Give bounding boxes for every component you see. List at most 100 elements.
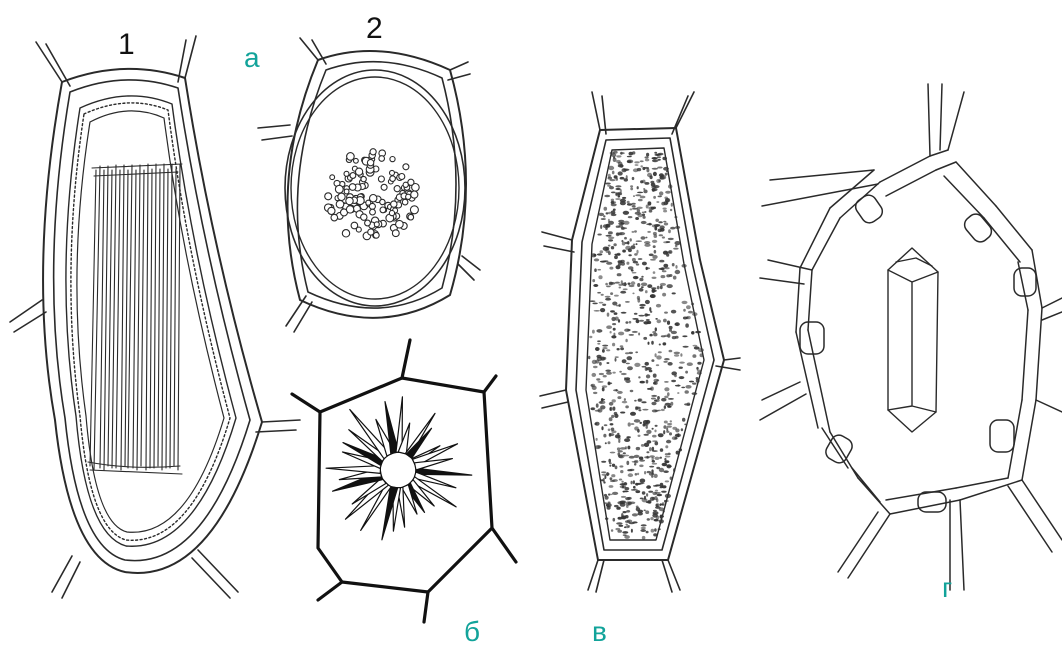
granule: [600, 250, 604, 253]
starch-grain: [370, 209, 376, 215]
granule: [618, 440, 620, 443]
granule: [630, 390, 634, 392]
granule: [601, 399, 605, 401]
granule: [673, 276, 677, 280]
granule: [687, 402, 691, 406]
granule: [654, 474, 658, 478]
granule: [671, 380, 676, 382]
granule: [614, 414, 618, 418]
starch-grain: [342, 230, 349, 237]
granule: [617, 530, 622, 533]
granule: [665, 445, 668, 448]
granule: [629, 352, 633, 354]
granule: [686, 305, 691, 309]
granule: [647, 284, 652, 288]
label-cell-1: 1: [118, 30, 135, 60]
granule: [593, 366, 598, 368]
granule: [660, 503, 662, 506]
granule: [652, 409, 658, 412]
granule: [639, 288, 644, 292]
granule: [653, 374, 657, 378]
granule: [614, 295, 619, 297]
granule: [665, 453, 668, 455]
granule: [615, 356, 619, 358]
granule: [619, 479, 622, 481]
granule: [679, 362, 685, 364]
granule: [589, 300, 595, 302]
starch-grain: [403, 164, 409, 170]
granule: [689, 381, 694, 383]
granule: [605, 296, 611, 298]
granule: [597, 340, 601, 342]
starch-grain: [328, 207, 335, 214]
granule: [648, 201, 652, 205]
granule: [616, 232, 620, 236]
granule: [616, 389, 618, 392]
granule: [606, 372, 612, 375]
granule: [660, 448, 663, 452]
granule: [600, 225, 602, 229]
granule: [627, 156, 632, 158]
granule: [647, 231, 651, 233]
granule: [684, 424, 686, 426]
granule: [637, 168, 641, 171]
granule: [682, 264, 687, 268]
granule: [627, 446, 630, 450]
granule: [633, 261, 638, 264]
granule: [666, 241, 671, 243]
granule: [626, 363, 630, 365]
granule: [621, 373, 627, 375]
granule: [666, 440, 671, 444]
starch-grain: [390, 176, 396, 182]
starch-grain: [331, 214, 338, 221]
granule: [596, 403, 599, 407]
granule: [670, 227, 675, 230]
granule: [643, 190, 647, 194]
granule: [631, 529, 633, 533]
granule: [636, 240, 642, 242]
granule: [609, 465, 611, 467]
granule: [632, 331, 638, 333]
cell-starch-figure: [258, 38, 480, 332]
granule: [693, 345, 698, 347]
granule: [639, 304, 645, 307]
granule: [599, 401, 605, 405]
granule: [597, 292, 601, 294]
starch-grain: [356, 168, 363, 175]
granule: [668, 238, 674, 240]
granule: [641, 236, 646, 239]
granule: [625, 524, 628, 526]
granule: [657, 494, 663, 496]
granule: [627, 366, 633, 370]
granule: [685, 385, 691, 389]
granule: [654, 226, 657, 230]
granule: [671, 331, 677, 334]
granule: [658, 196, 662, 198]
granule: [673, 248, 678, 250]
granule: [620, 483, 626, 485]
granule: [642, 212, 645, 214]
granule: [629, 152, 634, 156]
starch-grain: [350, 173, 356, 179]
granule: [638, 199, 643, 202]
granule: [636, 263, 639, 265]
granule: [617, 391, 623, 394]
starch-grain: [344, 189, 349, 194]
granule: [623, 452, 626, 454]
granule: [651, 395, 657, 397]
granule: [663, 167, 669, 171]
granule: [622, 401, 627, 404]
granule: [685, 390, 689, 394]
granule: [611, 529, 613, 532]
granule: [622, 491, 628, 493]
granule: [644, 510, 646, 512]
granule: [629, 285, 635, 287]
granule: [606, 349, 610, 351]
starch-grain: [347, 153, 355, 161]
granule: [656, 503, 660, 507]
granule: [657, 224, 661, 226]
granule: [610, 310, 615, 312]
granule: [618, 192, 623, 195]
granule: [597, 381, 603, 383]
